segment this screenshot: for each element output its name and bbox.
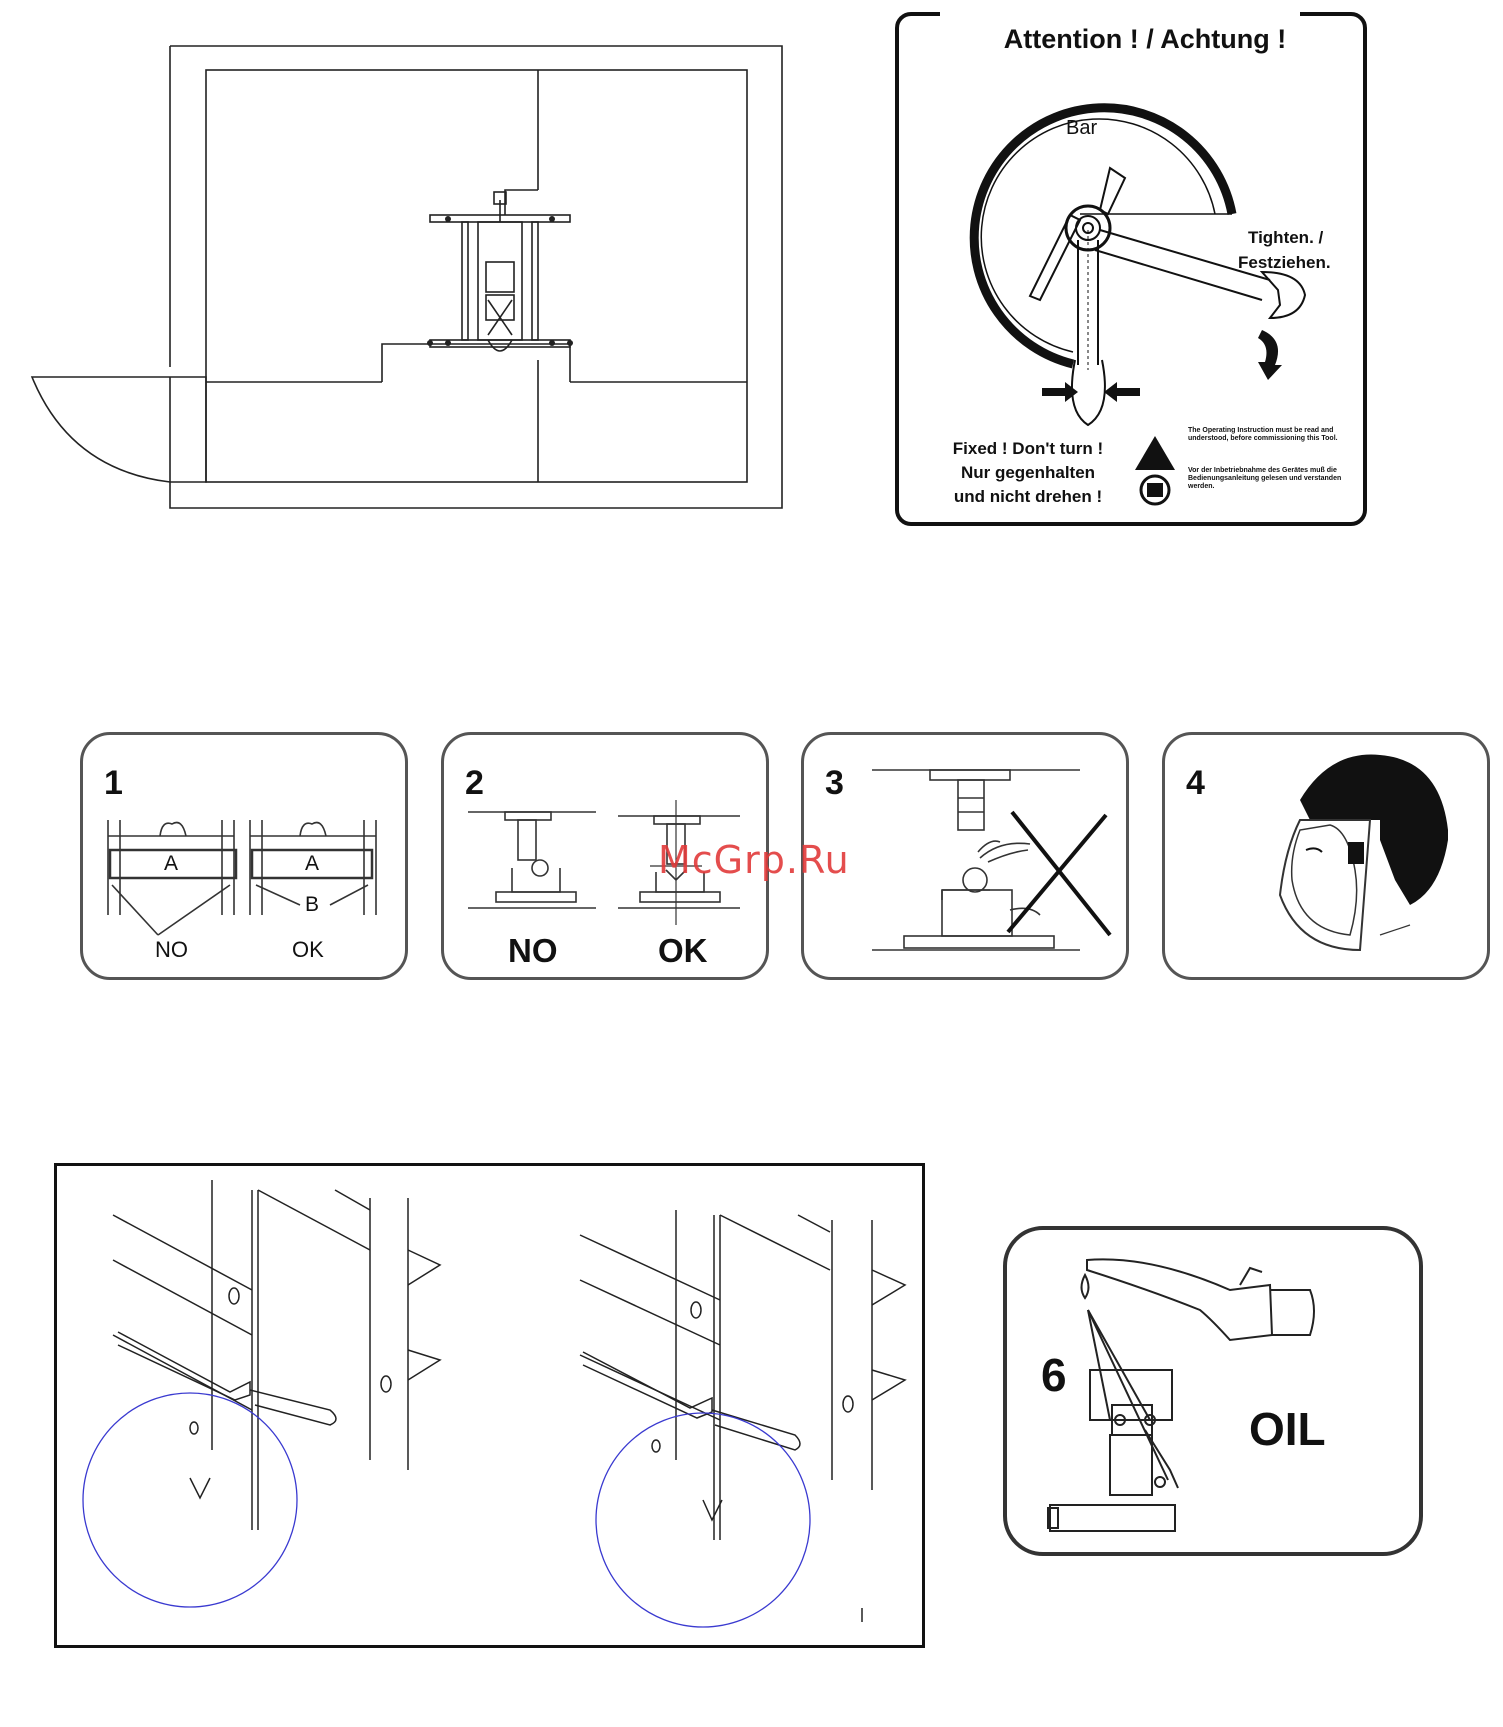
panel-1-label-b: B bbox=[305, 893, 320, 916]
panel-1-number: 1 bbox=[104, 764, 123, 802]
panel-1 bbox=[80, 732, 408, 980]
watermark: McGrp.Ru bbox=[658, 838, 850, 882]
oil-label: OIL bbox=[1249, 1403, 1326, 1455]
attention-label-frame bbox=[895, 11, 1367, 526]
tighten-label-de: Festziehen. bbox=[1238, 253, 1331, 272]
panel-1-label-a1: A bbox=[164, 852, 179, 875]
panel-2-number: 2 bbox=[465, 764, 484, 802]
panel-4-helmet-faceshield-icon bbox=[1278, 754, 1448, 952]
panel-1-diagram bbox=[107, 820, 377, 936]
panel-1-label-a2: A bbox=[305, 852, 320, 875]
frame-drawing bbox=[30, 45, 783, 509]
panel-1-ok: OK bbox=[292, 937, 324, 962]
operating-note-en: The Operating Instruction must be read a… bbox=[1188, 427, 1338, 442]
panel-2-diagram bbox=[468, 800, 740, 925]
wrench-illustration bbox=[969, 103, 1307, 506]
panel-1-no: NO bbox=[155, 937, 188, 962]
bar-label: Bar bbox=[1066, 117, 1098, 139]
panel-3-diagram bbox=[872, 769, 1112, 951]
panel-3-number: 3 bbox=[825, 764, 844, 802]
panel-4-number: 4 bbox=[1186, 764, 1205, 802]
panel-2-no: NO bbox=[508, 932, 558, 969]
fixed-label-3: und nicht drehen ! bbox=[953, 487, 1103, 506]
fixed-label-2: Nur gegenhalten bbox=[960, 463, 1096, 482]
rail-diagram-box bbox=[54, 1163, 925, 1648]
panel-3 bbox=[801, 732, 1129, 980]
panel-2 bbox=[441, 732, 769, 980]
oil-panel bbox=[1003, 1226, 1423, 1556]
tighten-label-en: Tighten. / bbox=[1248, 228, 1324, 247]
oil-panel-number: 6 bbox=[1041, 1349, 1067, 1401]
operating-note-de: Vor der Inbetriebnahme des Gerätes muß d… bbox=[1188, 467, 1342, 490]
attention-title: Attention ! / Achtung ! bbox=[1003, 24, 1287, 54]
panel-2-ok: OK bbox=[658, 932, 708, 969]
fixed-label-1: Fixed ! Don't turn ! bbox=[952, 439, 1104, 458]
